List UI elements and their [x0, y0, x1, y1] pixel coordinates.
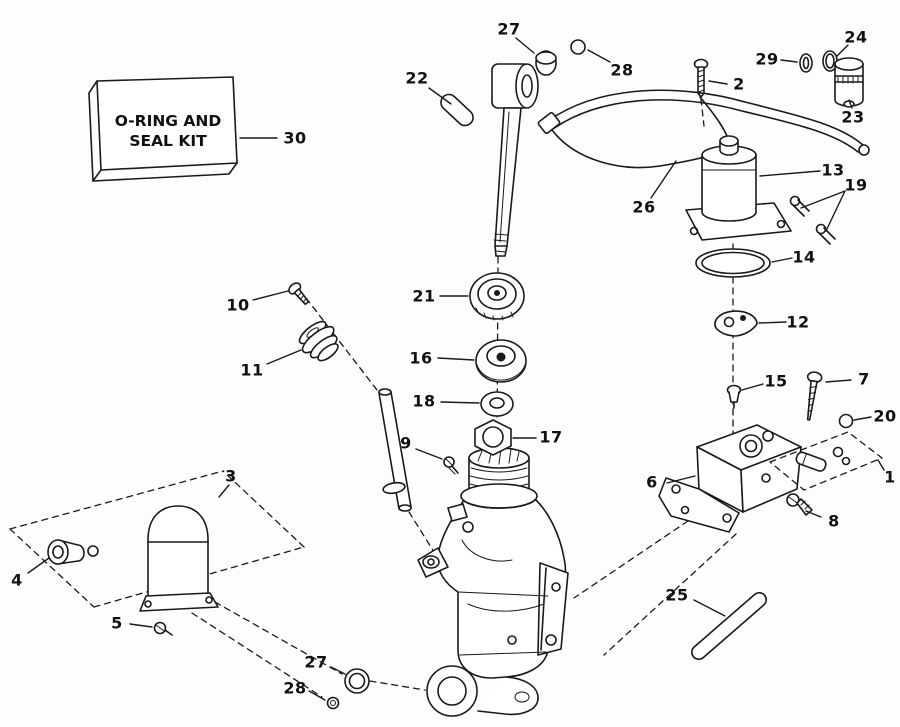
kit-label-box: O-RING AND SEAL KIT: [100, 102, 236, 160]
assembly-axis-lines: [9, 98, 737, 698]
reservoir-art: [139, 505, 219, 612]
screw-9-art: [443, 456, 459, 475]
callout-23: 23: [841, 107, 865, 127]
callout-12: 12: [786, 312, 810, 332]
callout-13: 13: [821, 160, 845, 180]
housing-art: [417, 447, 569, 717]
piston-16-art: [475, 339, 527, 383]
washer-28-bottom-art: [326, 696, 340, 710]
grommet-29-art: [799, 53, 813, 73]
callout-27-bottom: 27: [304, 652, 328, 672]
rod-25-art: [691, 591, 767, 661]
cap-27-top-art: [535, 50, 557, 76]
nut-17-art: [474, 419, 512, 456]
callout-9: 9: [400, 433, 412, 453]
callout-17: 17: [539, 427, 563, 447]
callout-5: 5: [111, 613, 123, 633]
callout-2: 2: [733, 74, 745, 94]
fitting-15-art: [726, 384, 742, 409]
oring-28-top-art: [570, 39, 586, 55]
callout-1: 1: [884, 467, 896, 487]
kit-region-1-art: [769, 431, 883, 491]
callout-28-top: 28: [610, 60, 634, 80]
motor-13-art: [685, 135, 792, 241]
callout-6: 6: [646, 472, 658, 492]
callout-27-top: 27: [497, 19, 521, 39]
callout-21: 21: [412, 286, 436, 306]
pin-22-art: [440, 93, 474, 127]
callout-15: 15: [764, 371, 788, 391]
washer-18-art: [480, 391, 514, 417]
screw-5-art: [153, 621, 173, 636]
callout-3: 3: [225, 466, 237, 486]
oring-27-bottom-art: [344, 668, 370, 694]
callout-28-bottom: 28: [283, 678, 307, 698]
callout-10: 10: [226, 295, 250, 315]
callout-4: 4: [11, 570, 23, 590]
cap-21-art: [469, 272, 525, 321]
callout-25: 25: [665, 585, 689, 605]
callout-22: 22: [405, 68, 429, 88]
callout-20: 20: [873, 406, 897, 426]
seal-11-art: [298, 320, 339, 362]
oring-24-art: [822, 50, 838, 72]
screw-8-art: [786, 493, 813, 516]
callout-16: 16: [409, 348, 433, 368]
bushing-4-art: [47, 539, 99, 565]
leader-lines: [27, 37, 885, 701]
callout-14: 14: [792, 247, 816, 267]
callout-24: 24: [844, 27, 868, 47]
trim-tube-art: [378, 388, 412, 512]
callout-30: 30: [283, 128, 307, 148]
wire-harness-26-art: [537, 89, 870, 169]
callout-26: 26: [632, 197, 656, 217]
plate-12-art: [714, 310, 758, 337]
bolt-7-art: [806, 371, 823, 421]
manifold-6-art: [658, 424, 802, 533]
callout-8: 8: [828, 511, 840, 531]
tilt-rod-art: [491, 63, 539, 257]
screw-10-art: [288, 282, 310, 306]
kit-box-art: [88, 76, 238, 182]
kit-label-line1: O-RING AND: [114, 111, 222, 130]
kit-label-line2: SEAL KIT: [129, 132, 207, 150]
callout-11: 11: [240, 360, 264, 380]
callout-7: 7: [858, 369, 870, 389]
oring-20-art: [838, 413, 854, 429]
screw-2-art: [693, 58, 709, 98]
callout-29: 29: [755, 49, 779, 69]
oring-14-art: [695, 248, 771, 278]
callout-18: 18: [412, 391, 436, 411]
callout-19: 19: [844, 175, 868, 195]
